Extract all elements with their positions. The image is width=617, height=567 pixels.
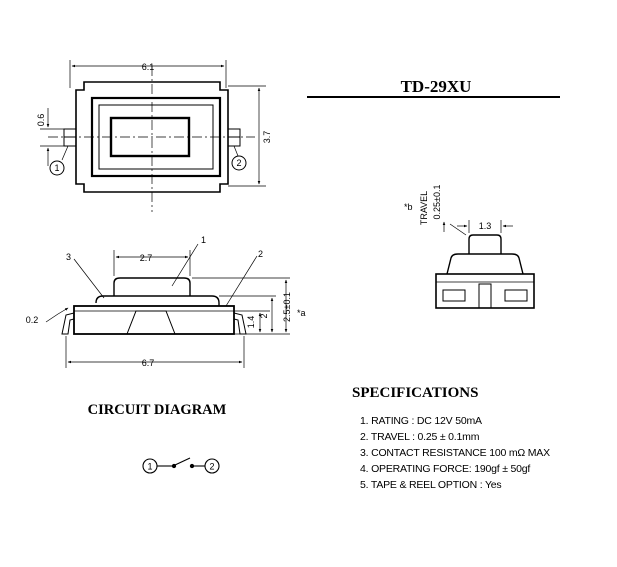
dim-height-top: 3.7 (262, 131, 272, 144)
specifications: SPECIFICATIONS 1. RATING : DC 12V 50mA 2… (352, 385, 550, 491)
side-view-labels: 2.7 6.7 0.2 1.4 2 2.5±0.1 *a 1 2 3 (26, 235, 306, 368)
dim-pin-side: 0.2 (26, 315, 39, 325)
circuit-diagram: CIRCUIT DIAGRAM 1 2 (88, 402, 227, 474)
travel-label: TRAVEL (419, 191, 429, 225)
terminal-1-circle (49, 160, 65, 176)
side-view-drawing (45, 243, 290, 368)
dim-terminal-top: 0.6 (36, 114, 46, 127)
dim-width-top: 6.1 (142, 62, 155, 72)
spec-item: 3. CONTACT RESISTANCE 100 mΩ MAX (360, 447, 550, 459)
specifications-heading: SPECIFICATIONS (352, 385, 478, 401)
travel-value: 0.25±0.1 (432, 185, 442, 220)
travel-view-drawing (435, 220, 535, 309)
star-b-marker: *b (404, 202, 413, 212)
spec-item: 4. OPERATING FORCE: 190gf ± 50gf (360, 463, 530, 475)
dim-actuator-travel: 1.3 (479, 221, 492, 231)
circuit-terminal-2: 2 (209, 462, 214, 472)
dim-actuator-side: 2.7 (140, 253, 153, 263)
part-number-title: TD-29XU (401, 77, 472, 96)
dim-total-b-side: 2.5±0.1 (282, 292, 292, 322)
star-a-marker: *a (297, 308, 306, 318)
title-block: TD-29XU (307, 77, 560, 98)
dim-total-a-side: 2 (259, 313, 269, 318)
circuit-heading: CIRCUIT DIAGRAM (88, 402, 227, 418)
terminal-2-label: 2 (236, 158, 241, 168)
travel-view-labels: *b TRAVEL 0.25±0.1 1.3 (404, 185, 491, 231)
spec-item: 2. TRAVEL : 0.25 ± 0.1mm (360, 431, 480, 443)
top-view-labels: 6.1 3.7 0.6 1 2 (36, 62, 272, 173)
callout-3: 3 (66, 252, 71, 262)
dim-width-side: 6.7 (142, 358, 155, 368)
top-view-drawing (40, 60, 266, 212)
callout-1: 1 (201, 235, 206, 245)
terminal-1-label: 1 (54, 163, 59, 173)
terminal-2-circle (231, 155, 247, 171)
callout-2: 2 (258, 249, 263, 259)
dim-body-side: 1.4 (246, 316, 256, 329)
circuit-terminal-1: 1 (147, 462, 152, 472)
spec-item: 5. TAPE & REEL OPTION : Yes (360, 479, 501, 491)
spec-item: 1. RATING : DC 12V 50mA (360, 415, 482, 427)
